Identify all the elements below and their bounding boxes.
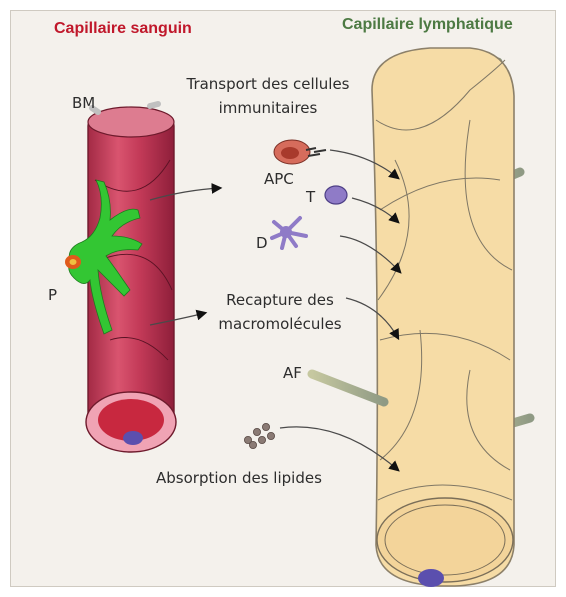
caption-recapture: Recapture des macromolécules bbox=[200, 288, 360, 336]
label-t: T bbox=[306, 188, 315, 206]
blood-capillary bbox=[86, 104, 176, 452]
blood-capillary-title: Capillaire sanguin bbox=[54, 20, 192, 38]
caption-transport-line1: Transport des cellules bbox=[168, 72, 368, 96]
t-cell bbox=[325, 186, 347, 204]
apc-cell bbox=[274, 140, 326, 164]
label-af: AF bbox=[283, 364, 302, 382]
label-apc: APC bbox=[264, 170, 294, 188]
caption-recapture-line2: macromolécules bbox=[200, 312, 360, 336]
label-p: P bbox=[48, 286, 57, 304]
label-d: D bbox=[256, 234, 268, 252]
lipid-droplets bbox=[244, 423, 274, 448]
anchoring-filament bbox=[312, 374, 384, 402]
lymphatic-capillary-title: Capillaire lymphatique bbox=[342, 16, 513, 34]
caption-transport-line2: immunitaires bbox=[168, 96, 368, 120]
dendritic-cell bbox=[272, 218, 306, 248]
label-bm: BM bbox=[72, 94, 95, 112]
caption-transport: Transport des cellules immunitaires bbox=[168, 72, 368, 120]
caption-lipids: Absorption des lipides bbox=[156, 469, 322, 487]
lymphatic-lumen-opening bbox=[377, 498, 513, 582]
lymphatic-nucleus bbox=[418, 569, 444, 587]
blood-nucleus bbox=[123, 431, 143, 445]
caption-recapture-line1: Recapture des bbox=[200, 288, 360, 312]
